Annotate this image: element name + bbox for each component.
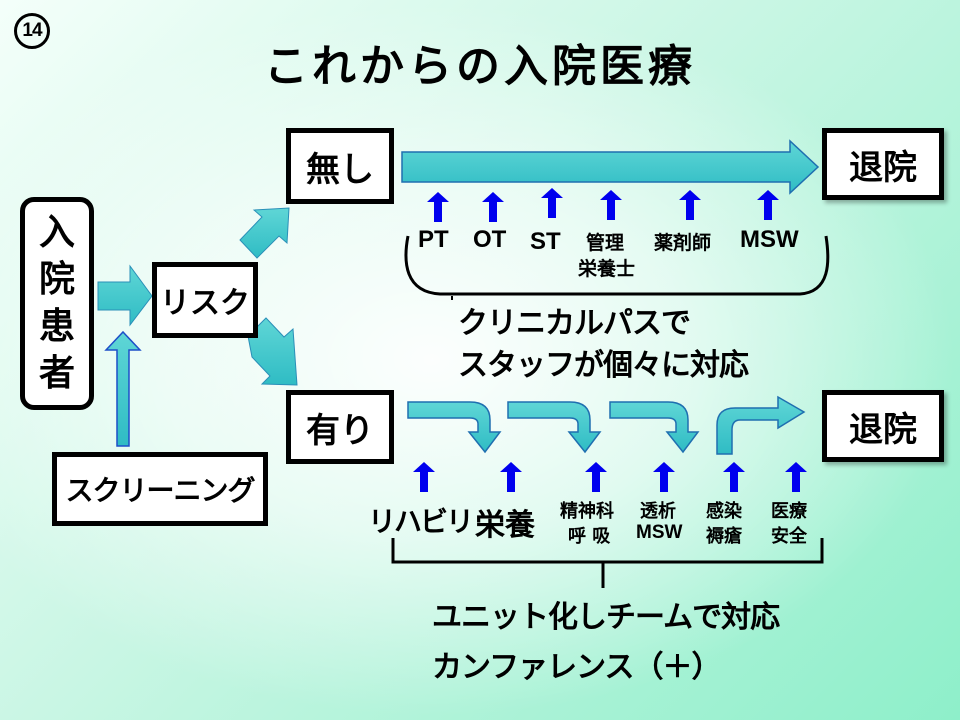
bottom-staff-rehab: リハビリ <box>368 505 474 538</box>
staff-up-arrow-icon <box>723 462 745 492</box>
staff-up-arrow-icon <box>482 192 504 222</box>
bottom-staff-psychiatry: 精神科 <box>560 501 614 522</box>
arrow-risk-to-no-risk <box>239 207 290 259</box>
bottom-staff-pressure-ulcer: 褥瘡 <box>706 526 742 547</box>
curved-arrow-4 <box>716 395 806 455</box>
staff-up-arrow-icon <box>585 462 607 492</box>
bottom-staff-respiratory: 呼 吸 <box>568 526 611 547</box>
patient-box: 入 院 患 者 <box>20 197 94 410</box>
curved-arrow-3 <box>609 401 700 454</box>
top-staff-ot: OT <box>473 226 507 253</box>
curved-arrow-2 <box>507 401 602 454</box>
staff-up-arrow-icon <box>653 462 675 492</box>
no-risk-label: 無し <box>306 149 374 190</box>
bottom-curved-arrows <box>407 395 806 455</box>
risk-label: リスク <box>160 286 250 321</box>
curved-arrow-1 <box>407 401 502 454</box>
staff-arrows <box>413 188 807 492</box>
staff-up-arrow-icon <box>679 190 701 220</box>
bottom-staff-safety: 安全 <box>771 526 807 547</box>
top-caption-line-2: スタッフが個々に対応 <box>458 348 749 383</box>
staff-up-arrow-icon <box>541 188 563 218</box>
discharge-top-label: 退院 <box>849 147 917 188</box>
staff-up-arrow-icon <box>757 190 779 220</box>
screening-box: スクリーニング <box>52 452 268 526</box>
patient-char: 入 <box>38 212 75 254</box>
no-risk-box: 無し <box>286 128 394 204</box>
arrow-patient-to-risk <box>97 264 153 327</box>
risk-box: リスク <box>152 262 258 338</box>
arrow-risk-to-has-risk <box>247 317 298 386</box>
top-staff-eiyoshi: 栄養士 <box>578 258 636 280</box>
slide-number: 14 <box>14 13 50 49</box>
top-staff-pt: PT <box>418 226 449 253</box>
staff-up-arrow-icon <box>413 462 435 492</box>
patient-char: 者 <box>38 352 75 394</box>
bottom-staff-nutrition: 栄養 <box>475 508 535 543</box>
staff-up-arrow-icon <box>785 462 807 492</box>
bottom-caption-line-2: カンファレンス（＋） <box>432 650 721 685</box>
page-title: これからの入院医療 <box>264 41 696 92</box>
has-risk-box: 有り <box>286 390 394 464</box>
has-risk-label: 有り <box>306 410 374 451</box>
bottom-staff-msw: MSW <box>636 522 683 543</box>
staff-up-arrow-icon <box>427 192 449 222</box>
screening-label: スクリーニング <box>65 474 255 507</box>
bottom-staff-dialysis: 透析 <box>640 501 676 522</box>
top-staff-bracket <box>404 235 830 296</box>
arrow-no-risk-to-discharge <box>401 139 820 195</box>
bottom-staff-medical: 医療 <box>771 501 807 522</box>
discharge-bottom-box: 退院 <box>822 390 944 462</box>
top-staff-kanri: 管理 <box>586 232 625 254</box>
staff-up-arrow-icon <box>500 462 522 492</box>
bottom-staff-infection: 感染 <box>706 501 742 522</box>
top-caption-line-1: クリニカルパスで <box>458 306 691 341</box>
top-staff-pharmacist: 薬剤師 <box>654 232 712 254</box>
patient-char: 患 <box>38 305 75 347</box>
bottom-staff-bracket <box>391 538 824 564</box>
top-staff-msw: MSW <box>740 226 799 253</box>
staff-up-arrow-icon <box>600 190 622 220</box>
bottom-caption-line-1: ユニット化しチームで対応 <box>432 600 780 635</box>
patient-char: 院 <box>38 259 75 301</box>
discharge-bottom-label: 退院 <box>849 409 917 450</box>
top-staff-st: ST <box>530 228 561 255</box>
arrow-screening-to-risk <box>104 330 142 447</box>
discharge-top-box: 退院 <box>822 128 944 200</box>
